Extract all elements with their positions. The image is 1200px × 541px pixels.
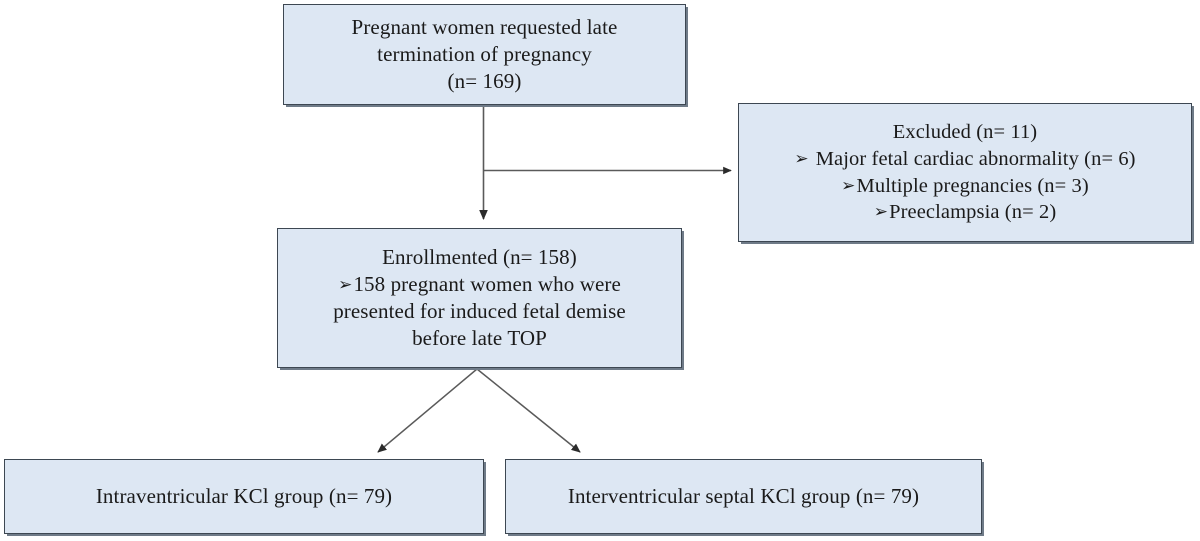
node-excluded: Excluded (n= 11) ➢ Major fetal cardiac ab… — [738, 103, 1192, 242]
node-pregnant-women-requested: Pregnant women requested late terminatio… — [283, 4, 686, 105]
node-enrolled-line-3: before late TOP — [412, 325, 547, 350]
arrow-bullet-icon: ➢ — [338, 275, 353, 296]
node-top-line-2: termination of pregnancy — [377, 42, 592, 67]
node-excluded-item-1: ➢ Major fetal cardiac abnormality (n= 6) — [794, 146, 1135, 173]
node-top-line-1: Pregnant women requested late — [351, 15, 618, 40]
node-interventricular-septal-kcl-group: Interventricular septal KCl group (n= 79… — [505, 459, 982, 534]
arrow-bullet-icon: ➢ — [841, 175, 856, 196]
arrow-bullet-icon: ➢ — [873, 202, 889, 223]
node-enrolled-heading: Enrollmented (n= 158) — [382, 245, 577, 270]
node-excluded-item-3: ➢Preeclampsia (n= 2) — [874, 199, 1057, 226]
node-enrolled-item: ➢158 pregnant women who were — [338, 271, 621, 298]
connector-enrolled-to-left-group — [377, 368, 478, 453]
node-excluded-item-2: ➢Multiple pregnancies (n= 3) — [841, 173, 1089, 200]
node-intraventricular-kcl-group: Intraventricular KCl group (n= 79) — [4, 459, 484, 534]
node-left-label: Intraventricular KCl group (n= 79) — [95, 484, 393, 509]
node-excluded-item-1-text: Major fetal cardiac abnormality (n= 6) — [815, 147, 1136, 170]
connector-enrolled-to-right-group — [476, 368, 581, 453]
node-excluded-item-2-text: Multiple pregnancies (n= 3) — [856, 174, 1089, 197]
node-enrolled-item-text: 158 pregnant women who were — [353, 272, 621, 297]
node-enrolled-line-2: presented for induced fetal demise — [333, 299, 626, 323]
node-excluded-item-3-text: Preeclampsia (n= 2) — [889, 201, 1057, 224]
node-right-label: Interventricular septal KCl group (n= 79… — [567, 484, 920, 509]
node-top-line-3: (n= 169) — [447, 68, 522, 93]
node-excluded-heading: Excluded (n= 11) — [892, 121, 1038, 144]
node-enrollmented: Enrollmented (n= 158) ➢158 pregnant wome… — [277, 228, 682, 368]
arrow-bullet-icon: ➢ — [794, 148, 809, 169]
